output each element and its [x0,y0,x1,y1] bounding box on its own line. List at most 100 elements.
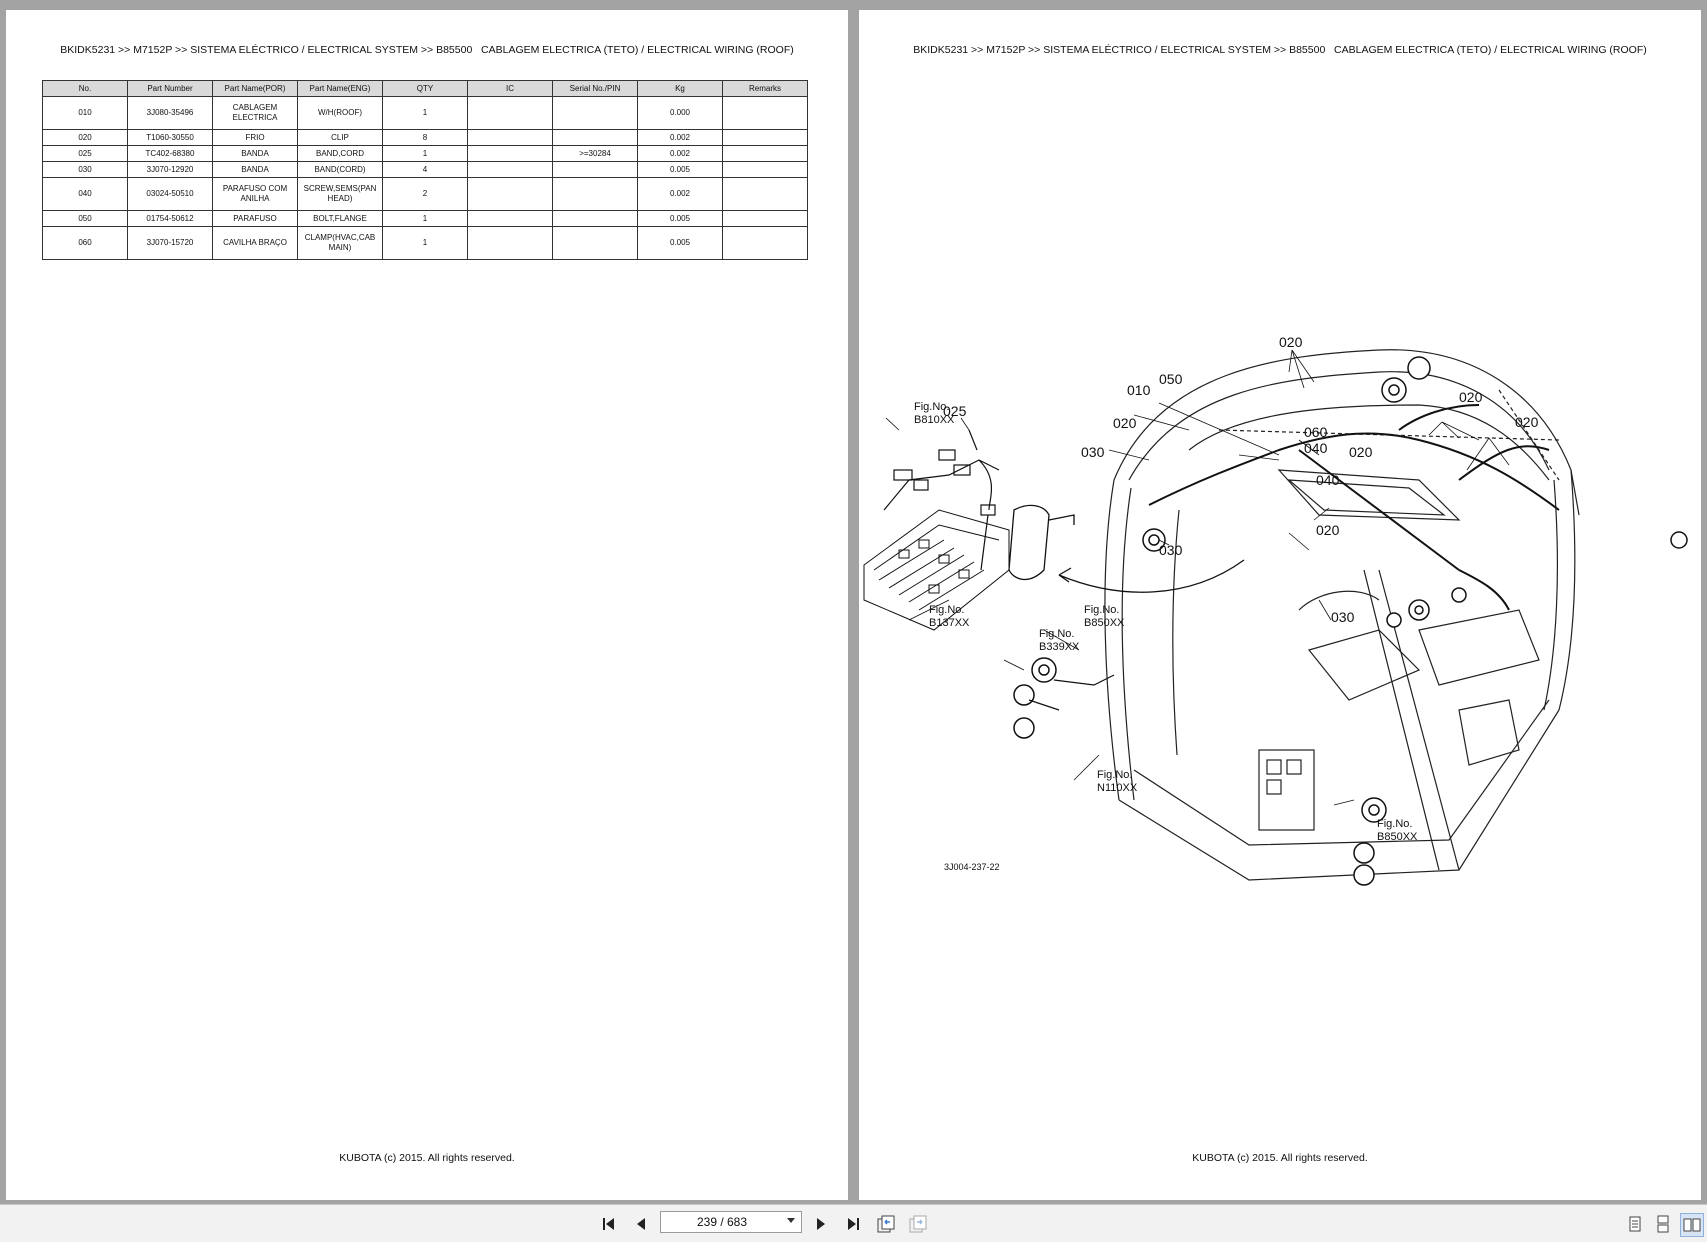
cell-part-number: TC402-68380 [127,145,213,162]
cell-kg: 0.005 [637,210,723,227]
cell-ic [467,226,553,260]
cell-ic [467,96,553,130]
fig-ref-b339-line2: B339XX [1039,641,1080,653]
table-row: 010 3J080-35496 CABLAGEM ELECTRICA W/H(R… [42,96,808,130]
harness-wires [1148,404,1560,611]
cell-part-number: 3J080-35496 [127,96,213,130]
fig-ref-b850-b-line1: Fig.No. [1377,818,1412,830]
cell-serial [552,226,638,260]
prev-view-icon[interactable] [875,1213,897,1235]
cell-no: 030 [42,161,128,178]
cell-qty: 8 [382,129,468,146]
cell-remarks [722,145,808,162]
next-view-icon[interactable] [907,1213,929,1235]
cell-part-number: 01754-50612 [127,210,213,227]
callout-030-c: 030 [1331,609,1355,625]
cell-name-eng: CLIP [297,129,383,146]
single-page-icon[interactable] [1624,1213,1646,1235]
cell-serial [552,210,638,227]
cell-qty: 4 [382,161,468,178]
cell-name-eng: BAND(CORD) [297,161,383,178]
cell-kg: 0.005 [637,226,723,260]
cell-remarks [722,129,808,146]
control-board [863,509,1010,631]
column-header: No. [42,80,128,97]
wiring-diagram: 020 010 050 020 020 020 060 040 030 020 … [863,334,1688,886]
first-page-icon[interactable] [598,1213,620,1235]
page-number-input[interactable] [660,1211,802,1233]
fig-ref-b850-b-line2: B850XX [1377,831,1418,843]
lamps [1013,356,1688,886]
side-lamp-bracket [1028,674,1115,711]
prev-page-icon[interactable] [630,1213,652,1235]
cell-no: 025 [42,145,128,162]
callout-020-d: 020 [1515,414,1539,430]
cell-no: 020 [42,129,128,146]
figure-references: Fig.No. B810XX Fig.No. B137XX Fig.No. B8… [914,401,1418,872]
next-page-icon[interactable] [810,1213,832,1235]
cell-no: 040 [42,177,128,211]
cell-qty: 1 [382,96,468,130]
cell-kg: 0.005 [637,161,723,178]
cell-ic [467,161,553,178]
cell-remarks [722,177,808,211]
cell-remarks [722,210,808,227]
cell-remarks [722,226,808,260]
connectors-top-left [883,429,1000,571]
cell-part-number: 3J070-15720 [127,226,213,260]
page-footer: KUBOTA (c) 2015. All rights reserved. [1192,1152,1368,1164]
cell-part-number: 03024-50510 [127,177,213,211]
right-page: BKIDK5231 >> M7152P >> SISTEMA ELÉCTRICO… [859,10,1701,1200]
left-page: BKIDK5231 >> M7152P >> SISTEMA ELÉCTRICO… [6,10,848,1200]
column-header: Kg [637,80,723,97]
fig-ref-b137-line1: Fig.No. [929,604,964,616]
cell-name-por: BANDA [212,161,298,178]
page-footer: KUBOTA (c) 2015. All rights reserved. [339,1152,515,1164]
table-header-row: No. Part Number Part Name(POR) Part Name… [42,80,808,97]
cab-frame-drawing [1104,349,1580,881]
fig-ref-b810-line2: B810XX [914,414,955,426]
fig-ref-b810-line1: Fig.No. [914,401,949,413]
continuous-icon[interactable] [1652,1213,1674,1235]
cell-name-por: PARAFUSO [212,210,298,227]
fig-ref-b339-line1: Fig.No. [1039,628,1074,640]
cell-part-number: T1060-30550 [127,129,213,146]
page-header: BKIDK5231 >> M7152P >> SISTEMA ELÉCTRICO… [60,44,794,56]
callout-020-e: 020 [1349,444,1373,460]
fig-ref-b850-a-line2: B850XX [1084,617,1125,629]
parts-table: No. Part Number Part Name(POR) Part Name… [42,80,808,260]
cell-ic [467,210,553,227]
cell-serial [552,96,638,130]
callout-060: 060 [1304,424,1328,440]
cell-no: 060 [42,226,128,260]
pdf-toolbar [0,1204,1707,1242]
table-row: 020 T1060-30550 FRIO CLIP 8 0.002 [42,129,808,146]
fig-ref-b137-line2: B137XX [929,617,970,629]
cell-serial: >=30284 [552,145,638,162]
callout-020-a: 020 [1279,334,1303,350]
table-row: 060 3J070-15720 CAVILHA BRAÇO CLAMP(HVAC… [42,226,808,260]
callout-labels: 020 010 050 020 020 020 060 040 030 020 … [943,334,1539,625]
callout-020-b: 020 [1113,415,1137,431]
callout-025: 025 [943,403,967,419]
cell-kg: 0.002 [637,145,723,162]
page-dropdown-icon[interactable] [787,1218,795,1223]
last-page-icon[interactable] [842,1213,864,1235]
column-header: Part Number [127,80,213,97]
table-row: 050 01754-50612 PARAFUSO BOLT,FLANGE 1 0… [42,210,808,227]
cell-no: 010 [42,96,128,130]
cell-qty: 1 [382,145,468,162]
cell-name-por: BANDA [212,145,298,162]
callout-020-c: 020 [1459,389,1483,405]
cell-qty: 1 [382,226,468,260]
fig-ref-n110-line1: Fig.No. [1097,769,1132,781]
cell-ic [467,129,553,146]
fig-ref-n110-line2: N110XX [1097,782,1138,794]
cell-name-eng: BOLT,FLANGE [297,210,383,227]
facing-pages-icon[interactable] [1680,1213,1704,1237]
cell-ic [467,177,553,211]
cell-name-eng: BAND,CORD [297,145,383,162]
column-header: Part Name(ENG) [297,80,383,97]
leader-lines [885,349,1510,806]
page-header: BKIDK5231 >> M7152P >> SISTEMA ELÉCTRICO… [913,44,1647,56]
